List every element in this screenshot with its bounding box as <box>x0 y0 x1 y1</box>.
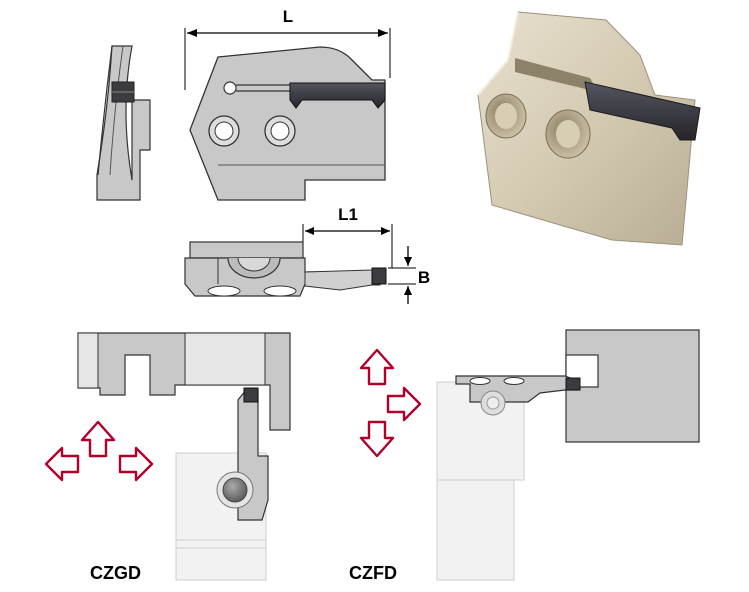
front-insert-shape <box>289 82 386 109</box>
top-view: L1 B <box>184 205 430 304</box>
product-photo <box>477 11 701 246</box>
dimension-l1-label: L1 <box>338 205 358 224</box>
screw-icon <box>222 477 248 503</box>
front-view: L <box>184 7 391 201</box>
czgd-setup: CZGD <box>44 332 291 583</box>
czfd-setup: CZFD <box>349 329 700 583</box>
dimension-l-label: L <box>283 7 293 26</box>
side-profile-view <box>96 45 151 201</box>
arrow-icon <box>359 348 422 458</box>
dimension-b-label: B <box>418 268 430 287</box>
arrow-icon <box>44 420 154 482</box>
caption-czgd: CZGD <box>90 563 141 583</box>
caption-czfd: CZFD <box>349 563 397 583</box>
